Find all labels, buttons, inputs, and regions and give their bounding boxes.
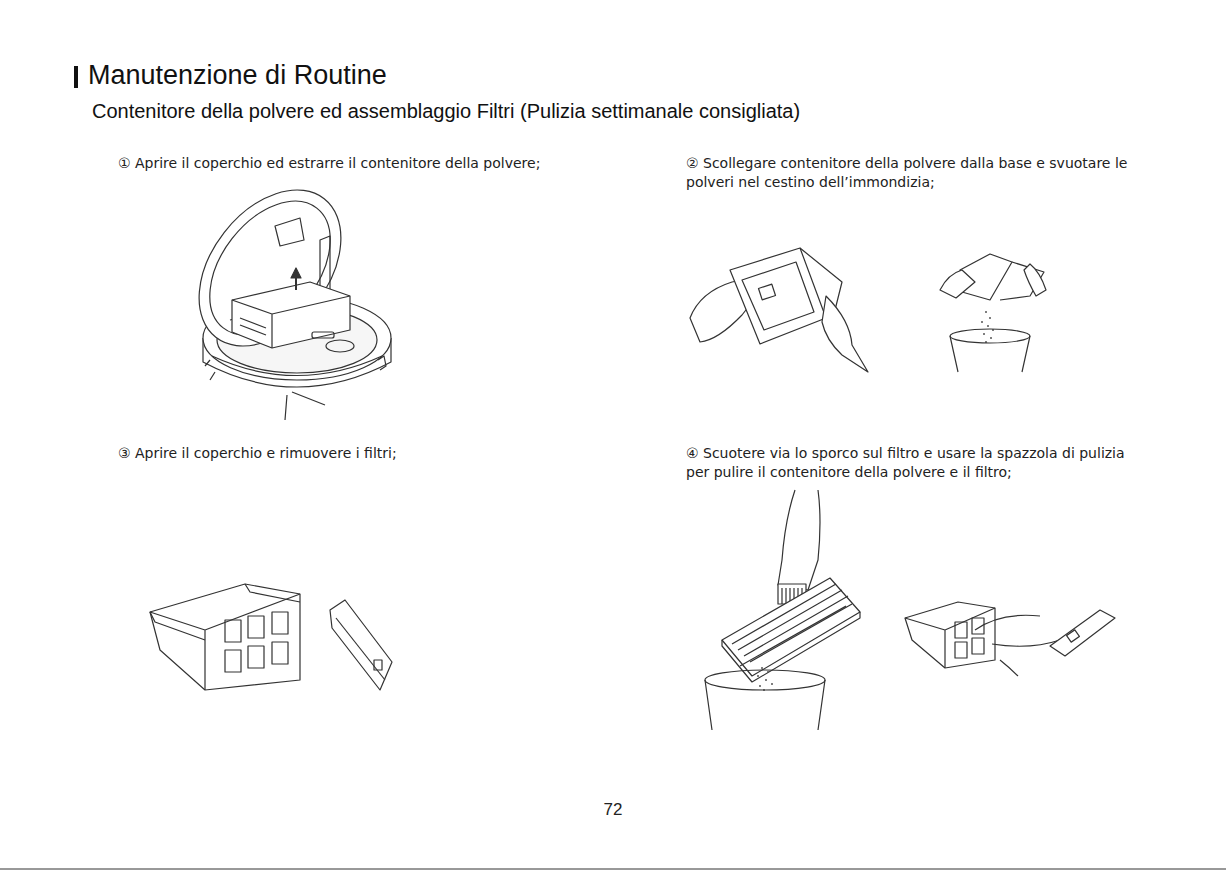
brush-filter-figure [705,490,860,730]
hands-figure [690,248,868,372]
bin-filter-figure [150,584,392,690]
step-text: ① Aprire il coperchio ed estrarre il con… [118,154,618,173]
page-number: 72 [0,800,1226,820]
cleaning-bin-figure [905,602,1115,676]
page-rule [0,869,1226,870]
robot-figure [170,163,391,420]
section-heading: Contenitore della polvere ed assemblaggi… [92,100,800,123]
step-text: ④ Scuotere via lo sporco sul filtro e us… [686,444,1146,482]
page-title: Manutenzione di Routine [88,60,387,91]
title-bar [74,66,78,88]
emptying-figure [940,254,1046,372]
step-text: ③ Aprire il coperchio e rimuovere i filt… [118,444,618,463]
step-text: ② Scollegare contenitore della polvere d… [686,154,1146,192]
